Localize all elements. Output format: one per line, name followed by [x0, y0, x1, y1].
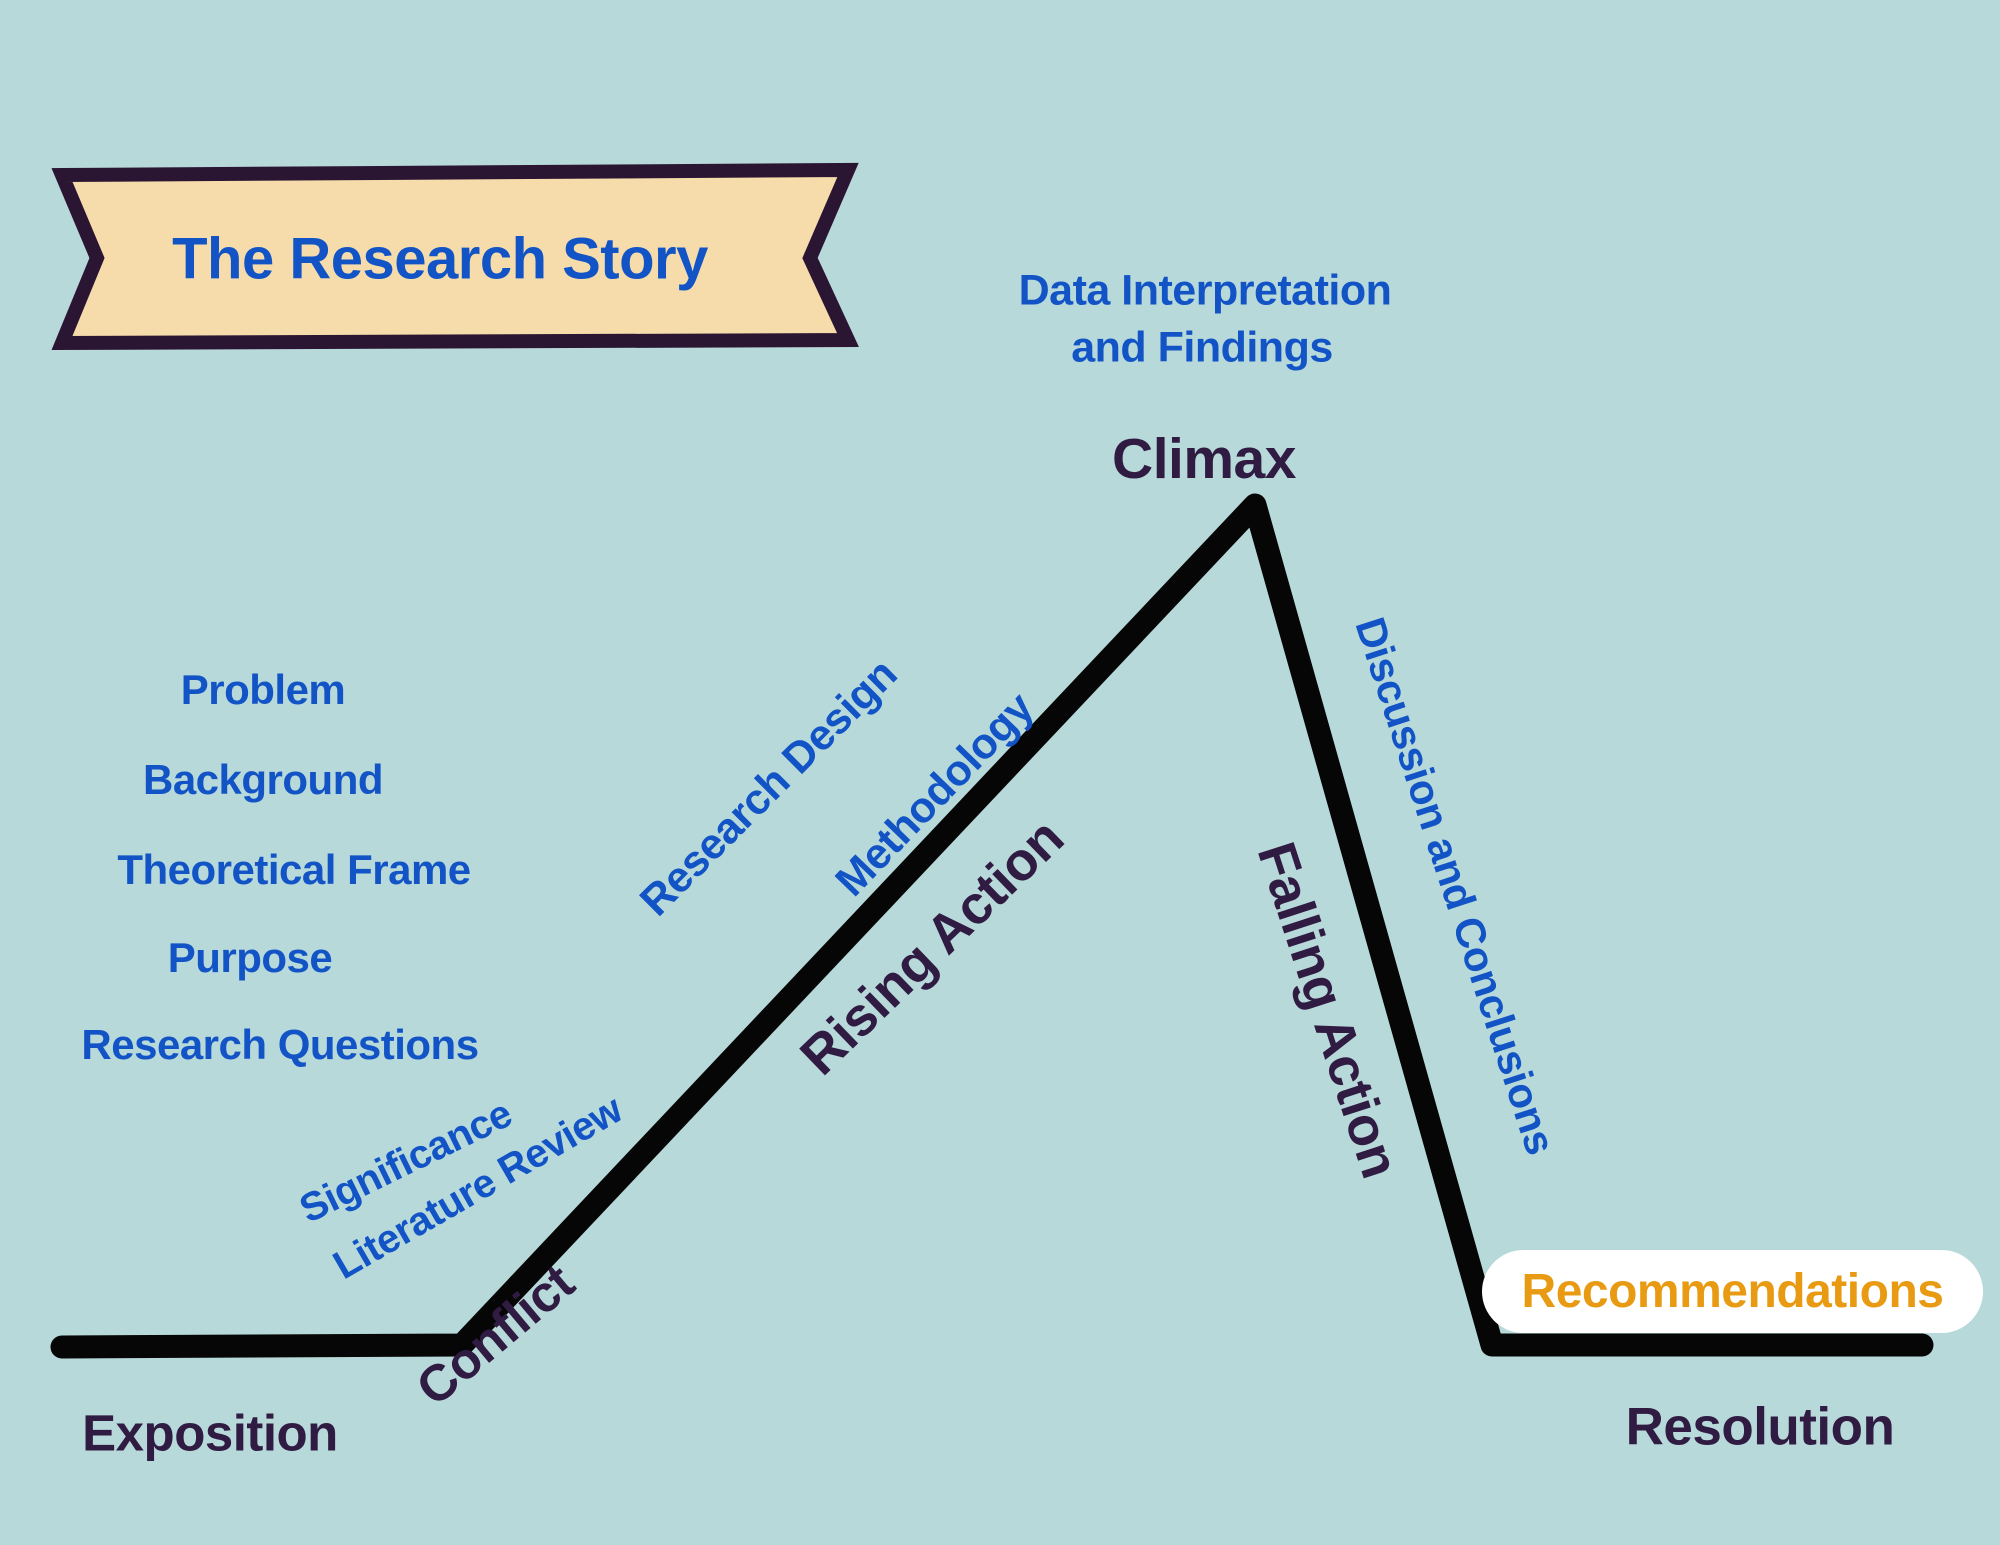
climax-note-line2: and Findings: [1071, 323, 1333, 372]
exposition-item-research-questions: Research Questions: [81, 1021, 479, 1068]
recommendations-pill: Recommendations: [1482, 1250, 1983, 1333]
stage-label-resolution: Resolution: [1625, 1397, 1895, 1457]
page-title: The Research Story: [172, 226, 708, 292]
recommendations-label: Recommendations: [1521, 1265, 1944, 1318]
story-arc-line: [50, 493, 1934, 1359]
stage-label-climax: Climax: [1112, 427, 1296, 491]
climax-note-line1: Data Interpretation: [1018, 266, 1392, 315]
exposition-item-background: Background: [142, 756, 384, 803]
exposition-item-problem: Problem: [180, 666, 346, 713]
title-banner-ribbon: [51, 162, 859, 351]
exposition-item-theoretical-frame: Theoretical Frame: [117, 846, 471, 893]
exposition-item-purpose: Purpose: [167, 934, 333, 981]
stage-label-exposition: Exposition: [82, 1404, 338, 1462]
